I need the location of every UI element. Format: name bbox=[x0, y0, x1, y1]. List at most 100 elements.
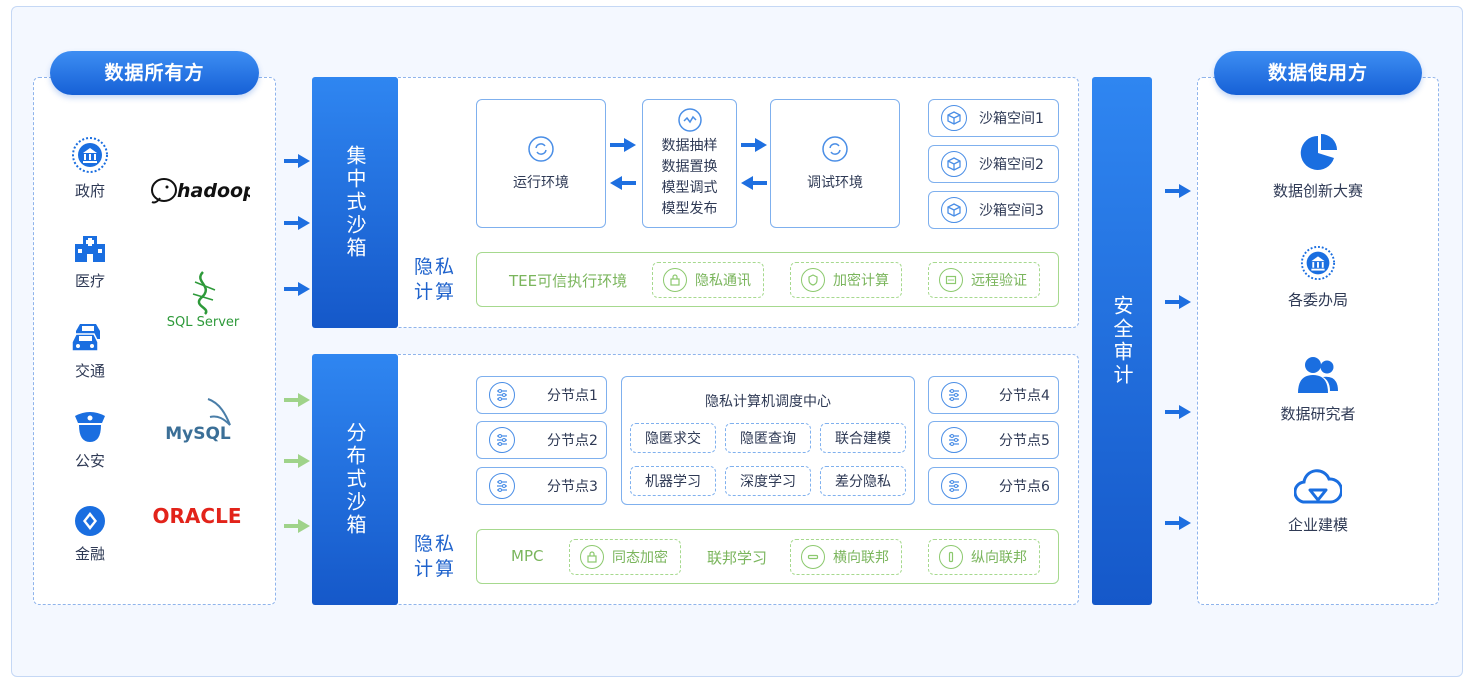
center-tag: 深度学习 bbox=[725, 466, 811, 496]
cube-icon bbox=[941, 197, 967, 223]
center-tag: 联合建模 bbox=[820, 423, 906, 453]
hadoop-text: hadoop bbox=[177, 180, 250, 202]
node-3: 分节点3 bbox=[476, 467, 607, 505]
tee-item-label: 隐私通讯 bbox=[695, 273, 751, 289]
refresh-cycle-icon bbox=[528, 135, 554, 162]
arrow-right-icon bbox=[284, 282, 310, 296]
refresh-cycle-icon bbox=[822, 135, 848, 162]
finance-icon bbox=[75, 506, 105, 536]
run-environment-label: 运行环境 bbox=[513, 174, 569, 191]
distributed-sandbox-bar: 分布式沙箱 bbox=[312, 354, 398, 605]
arrow-right-icon bbox=[610, 138, 636, 152]
owner-label: 政府 bbox=[74, 182, 105, 200]
center-tag: 机器学习 bbox=[630, 466, 716, 496]
cube-icon bbox=[941, 105, 967, 131]
center-tag: 差分隐私 bbox=[820, 466, 906, 496]
sandbox-space-1: 沙箱空间1 bbox=[928, 99, 1059, 137]
cars-icon bbox=[72, 324, 100, 352]
sandbox-space-label: 沙箱空间1 bbox=[979, 111, 1044, 127]
op-sampling: 数据抽样 bbox=[661, 137, 718, 154]
owner-traffic: 交通 bbox=[55, 320, 125, 381]
users-title: 数据使用方 bbox=[1214, 51, 1422, 95]
user-label: 各委办局 bbox=[1287, 291, 1348, 309]
arrow-left-icon bbox=[610, 176, 636, 190]
people-icon bbox=[1298, 357, 1338, 393]
user-label: 数据创新大赛 bbox=[1272, 182, 1363, 200]
sliders-icon bbox=[941, 427, 967, 453]
sliders-icon bbox=[489, 473, 515, 499]
arrow-right-icon bbox=[1165, 516, 1191, 530]
arrow-right-icon bbox=[1165, 295, 1191, 309]
oracle-text: ORACLE bbox=[153, 504, 242, 528]
owner-label: 金融 bbox=[74, 545, 105, 563]
lock-icon bbox=[663, 268, 687, 292]
message-icon bbox=[939, 268, 963, 292]
government-badge-icon bbox=[72, 137, 108, 173]
arrow-right-icon bbox=[284, 154, 310, 168]
fed-item-label: 横向联邦 bbox=[833, 550, 889, 566]
fed-vertical: 纵向联邦 bbox=[928, 539, 1040, 575]
tee-item-label: 远程验证 bbox=[971, 273, 1027, 289]
owner-police: 公安 bbox=[55, 410, 125, 471]
hadoop-logo: hadoop bbox=[150, 172, 257, 212]
sandbox-space-3: 沙箱空间3 bbox=[928, 191, 1059, 229]
arrow-right-green-icon bbox=[284, 519, 310, 533]
node-label: 分节点4 bbox=[999, 388, 1050, 404]
arrow-right-icon bbox=[284, 216, 310, 230]
owner-medical: 医疗 bbox=[55, 234, 125, 291]
owner-government: 政府 bbox=[55, 136, 125, 201]
user-innovation-contest: 数据创新大赛 bbox=[1218, 134, 1418, 201]
mpc-item-label: 同态加密 bbox=[612, 550, 668, 566]
user-enterprise-modeling: 企业建模 bbox=[1218, 468, 1418, 535]
user-researchers: 数据研究者 bbox=[1218, 355, 1418, 424]
node-2: 分节点2 bbox=[476, 421, 607, 459]
scheduling-center-title: 隐私计算机调度中心 bbox=[705, 394, 831, 410]
node-4: 分节点4 bbox=[928, 376, 1059, 414]
center-tag: 隐匿求交 bbox=[630, 423, 716, 453]
oracle-logo: ORACLE bbox=[152, 498, 242, 534]
fed-horizontal: 横向联邦 bbox=[790, 539, 902, 575]
run-environment-box: 运行环境 bbox=[476, 99, 606, 228]
security-audit-bar: 安全审计 bbox=[1092, 77, 1152, 605]
owner-label: 医疗 bbox=[74, 272, 105, 290]
node-label: 分节点1 bbox=[547, 388, 598, 404]
mpc-homomorphic: 同态加密 bbox=[569, 539, 681, 575]
shield-icon bbox=[801, 268, 825, 292]
owners-title: 数据所有方 bbox=[50, 51, 259, 95]
mpc-label: MPC bbox=[511, 547, 544, 565]
node-label: 分节点5 bbox=[999, 433, 1050, 449]
debug-environment-box: 调试环境 bbox=[770, 99, 900, 228]
mysql-text: MySQL bbox=[165, 424, 231, 443]
tee-label: TEE可信执行环境 bbox=[509, 272, 628, 290]
scheduling-center-box: 隐私计算机调度中心 隐匿求交 隐匿查询 联合建模 机器学习 深度学习 差分隐私 bbox=[621, 376, 915, 505]
sandbox-space-label: 沙箱空间2 bbox=[979, 157, 1044, 173]
node-label: 分节点6 bbox=[999, 479, 1050, 495]
arrow-right-icon bbox=[1165, 405, 1191, 419]
owner-label: 公安 bbox=[74, 452, 105, 470]
op-model-publish: 模型发布 bbox=[661, 200, 718, 217]
node-label: 分节点3 bbox=[547, 479, 598, 495]
op-replacement: 数据置换 bbox=[661, 158, 718, 175]
mysql-logo: MySQL bbox=[160, 395, 240, 447]
fed-item-label: 纵向联邦 bbox=[971, 550, 1027, 566]
pie-chart-icon bbox=[1300, 134, 1337, 170]
arrow-left-icon bbox=[741, 176, 767, 190]
sql-server-logo: SQL Server bbox=[163, 268, 243, 334]
vertical-bar-icon bbox=[939, 545, 963, 569]
arrow-right-icon bbox=[1165, 184, 1191, 198]
tee-private-comm: 隐私通讯 bbox=[652, 262, 764, 298]
user-committees: 各委办局 bbox=[1218, 245, 1418, 310]
sliders-icon bbox=[941, 473, 967, 499]
debug-environment-label: 调试环境 bbox=[807, 174, 863, 191]
sampling-icon bbox=[677, 107, 702, 132]
lock-icon bbox=[580, 545, 604, 569]
tee-encrypted-compute: 加密计算 bbox=[790, 262, 902, 298]
center-tag: 隐匿查询 bbox=[725, 423, 811, 453]
node-1: 分节点1 bbox=[476, 376, 607, 414]
owner-finance: 金融 bbox=[55, 505, 125, 564]
privacy-computing-label: 隐私计算 bbox=[414, 256, 457, 303]
tee-remote-verify: 远程验证 bbox=[928, 262, 1040, 298]
sliders-icon bbox=[489, 427, 515, 453]
sliders-icon bbox=[489, 382, 515, 408]
sql-server-text: SQL Server bbox=[167, 315, 240, 330]
